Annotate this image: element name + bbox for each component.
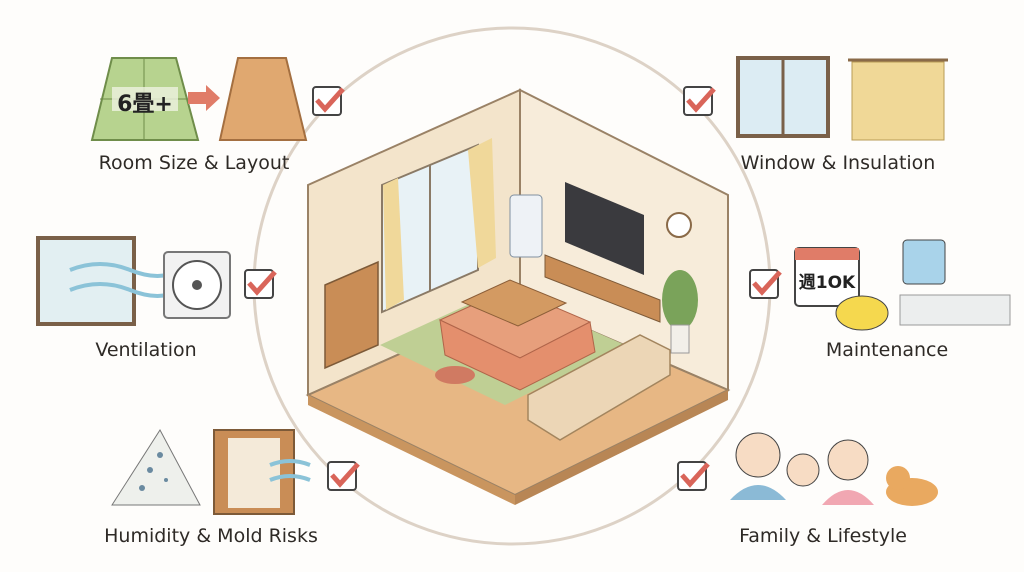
child-icon xyxy=(786,453,820,487)
checkbox-room-size xyxy=(312,86,345,116)
checkbox-humidity xyxy=(327,461,360,491)
curtain-right xyxy=(468,138,496,268)
floor-edge-left xyxy=(308,395,515,505)
window-insulation-icon xyxy=(736,56,948,141)
water-jug-icon xyxy=(902,239,946,285)
family-icon xyxy=(730,432,938,506)
curtain-left xyxy=(383,178,404,310)
label-ventilation: Ventilation xyxy=(95,339,197,361)
moldy-corner-icon xyxy=(111,429,201,506)
weekly-badge: 週1OK xyxy=(798,273,856,293)
label-humidity-mold: Humidity & Mold Risks xyxy=(104,525,318,547)
curtain-icon xyxy=(851,61,945,141)
checkbox-family xyxy=(677,461,710,491)
floor-cushion xyxy=(435,366,475,384)
potted-plant xyxy=(662,270,698,330)
checkbox-window xyxy=(683,86,716,116)
checkmark-icon xyxy=(686,87,716,113)
sofa xyxy=(527,334,671,441)
floor-edge-right xyxy=(515,390,728,505)
checkmark-icon xyxy=(330,462,360,488)
humidity-mold-icon xyxy=(111,429,311,515)
sponge-icon xyxy=(835,295,889,331)
air-purifier xyxy=(509,194,543,258)
television xyxy=(565,182,644,275)
tatami-to-flooring-icon xyxy=(90,57,308,141)
tatami-size-badge: 6畳+ xyxy=(117,92,173,117)
label-room-size: Room Size & Layout xyxy=(98,152,290,174)
ventilation-icon xyxy=(36,236,231,326)
kotatsu-top xyxy=(460,279,568,327)
label-window-insulation: Window & Insulation xyxy=(740,152,936,174)
checkbox-maintenance xyxy=(749,269,782,299)
checkmark-icon xyxy=(752,270,782,296)
label-family-lifestyle: Family & Lifestyle xyxy=(739,525,907,547)
checkmark-icon xyxy=(247,270,277,296)
checkmark-icon xyxy=(315,87,345,113)
open-window-icon xyxy=(36,236,136,326)
tv-stand xyxy=(544,254,661,323)
checkmark-icon xyxy=(680,462,710,488)
sink-icon xyxy=(899,294,1011,326)
father-icon xyxy=(735,432,781,478)
bookshelf xyxy=(324,260,379,370)
arrow-right-icon xyxy=(188,85,220,111)
maintenance-icon xyxy=(794,239,1011,331)
checkbox-ventilation xyxy=(244,269,277,299)
label-maintenance: Maintenance xyxy=(825,339,949,361)
wall-clock xyxy=(666,212,692,238)
isometric-room xyxy=(305,88,731,505)
wood-flooring-icon xyxy=(218,57,308,141)
mother-icon xyxy=(827,439,869,481)
